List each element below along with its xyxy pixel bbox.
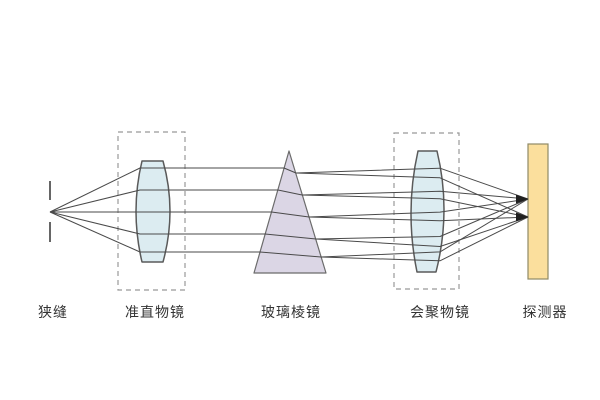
detector	[527, 143, 549, 280]
rays-slit-to-prism	[49, 167, 322, 258]
upper-focal-point	[516, 194, 529, 204]
lower-focal-point	[516, 212, 529, 222]
converging-lens-label: 会聚物镜	[410, 304, 470, 320]
collimating-lens-label: 准直物镜	[125, 304, 185, 320]
converging-lens-dashed-box	[393, 132, 460, 290]
rays-dispersed-upper	[295, 167, 529, 258]
slit-label: 狭缝	[38, 304, 68, 320]
detector-label: 探测器	[523, 304, 568, 320]
collimating-lens-dashed-box	[117, 131, 186, 291]
glass-prism-label: 玻璃棱镜	[261, 304, 321, 320]
converging-lens	[410, 150, 445, 273]
rays-dispersed-lower	[295, 172, 529, 262]
